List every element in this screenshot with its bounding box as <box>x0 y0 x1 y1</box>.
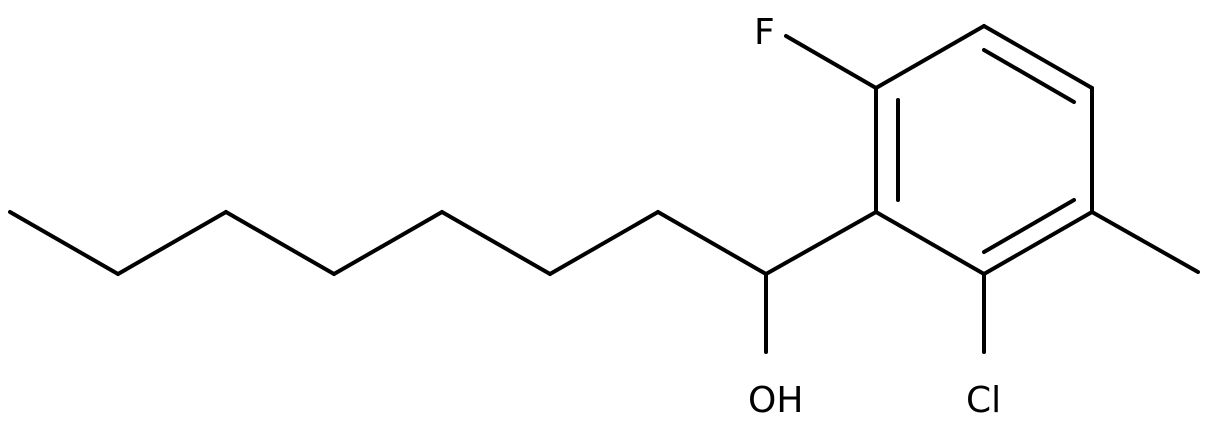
fluorine-bond <box>784 34 878 90</box>
chain-bond-5 <box>440 210 552 276</box>
ring-bond-c6-c1 <box>874 210 986 276</box>
ring-bond-c5-c6 <box>982 210 1094 276</box>
chain-bond-7 <box>656 210 768 276</box>
chain-bond-6 <box>548 210 660 276</box>
chain-bond-4 <box>332 210 444 276</box>
fluorine-label: F <box>754 12 775 53</box>
ring-bond-c3-c4 <box>982 24 1094 90</box>
ring-bond-c2-c3 <box>874 24 986 90</box>
chain-bond-1 <box>8 210 120 276</box>
ring-double-bond-c5-c6-inner <box>982 198 1076 254</box>
ring-double-bond-c3-c4-inner <box>982 48 1076 104</box>
hydroxyl-label: OH <box>748 380 803 421</box>
methyl-bond <box>1090 210 1200 274</box>
chlorine-label: Cl <box>966 380 1001 421</box>
chain-bond-2 <box>116 210 228 276</box>
carbinol-ring-bond <box>764 210 878 276</box>
chain-bond-3 <box>224 210 336 276</box>
